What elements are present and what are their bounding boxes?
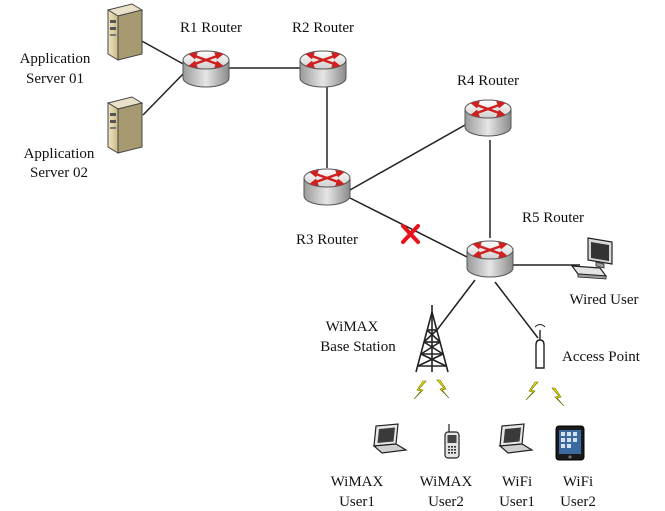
wimax-user2-phone-icon <box>444 424 460 459</box>
r1-router-icon <box>181 49 231 89</box>
link-r3-r4 <box>349 124 466 191</box>
server-01-label-line2: Server 01 <box>26 71 84 87</box>
wifi-user1-label-line1: WiFi <box>502 474 532 490</box>
link-r5-wimax-bs <box>436 279 476 331</box>
links <box>139 39 580 339</box>
r3-router-icon <box>302 167 352 207</box>
wimax-user2-label-line2: User2 <box>428 494 464 510</box>
link-s1-r1 <box>139 39 186 66</box>
server-02-label-line2: Server 02 <box>30 165 88 181</box>
link-r3-r5-failed <box>349 197 468 258</box>
r2-router-icon <box>298 49 348 89</box>
wired-user-computer-icon <box>570 237 613 280</box>
r4-router-label: R4 Router <box>457 73 519 89</box>
r5-router-icon <box>465 239 515 279</box>
link-failure-mark <box>401 224 420 244</box>
wimax-bs-label-line2: Base Station <box>320 339 396 355</box>
wimax-user1-label-line1: WiMAX <box>331 474 384 490</box>
access-point-label: Access Point <box>562 349 641 365</box>
r3-router-label: R3 Router <box>296 232 358 248</box>
wimax-wireless-bolt-1-icon <box>413 380 427 400</box>
wimax-user1-label-line2: User1 <box>339 494 375 510</box>
application-server-01-icon <box>107 3 143 61</box>
r2-router-label: R2 Router <box>292 20 354 36</box>
r4-router-icon <box>463 98 513 138</box>
access-point-icon <box>534 324 546 369</box>
wifi-user2-label-line1: WiFi <box>563 474 593 490</box>
wimax-user2-label-line1: WiMAX <box>420 474 473 490</box>
link-s2-r1 <box>142 71 186 116</box>
server-01-label-line1: Application <box>20 51 91 67</box>
wimax-bs-label-line1: WiMAX <box>326 319 379 335</box>
wimax-tower-icon <box>415 305 449 373</box>
wifi-wireless-bolt-1-icon <box>525 381 539 401</box>
wifi-wireless-bolt-2-icon <box>551 387 565 407</box>
application-server-02-icon <box>107 96 143 154</box>
wired-user-label: Wired User <box>570 292 639 308</box>
link-r5-access-point <box>494 281 539 339</box>
wifi-user1-label-line2: User1 <box>499 494 535 510</box>
wimax-wireless-bolt-2-icon <box>436 379 450 399</box>
wifi-user2-tablet-icon <box>555 425 585 461</box>
r5-router-label: R5 Router <box>522 210 584 226</box>
server-02-label-line1: Application <box>24 146 95 162</box>
r1-router-label: R1 Router <box>180 20 242 36</box>
wifi-user1-laptop-icon <box>499 423 533 454</box>
wifi-user2-label-line2: User2 <box>560 494 596 510</box>
wimax-user1-laptop-icon <box>373 423 407 454</box>
